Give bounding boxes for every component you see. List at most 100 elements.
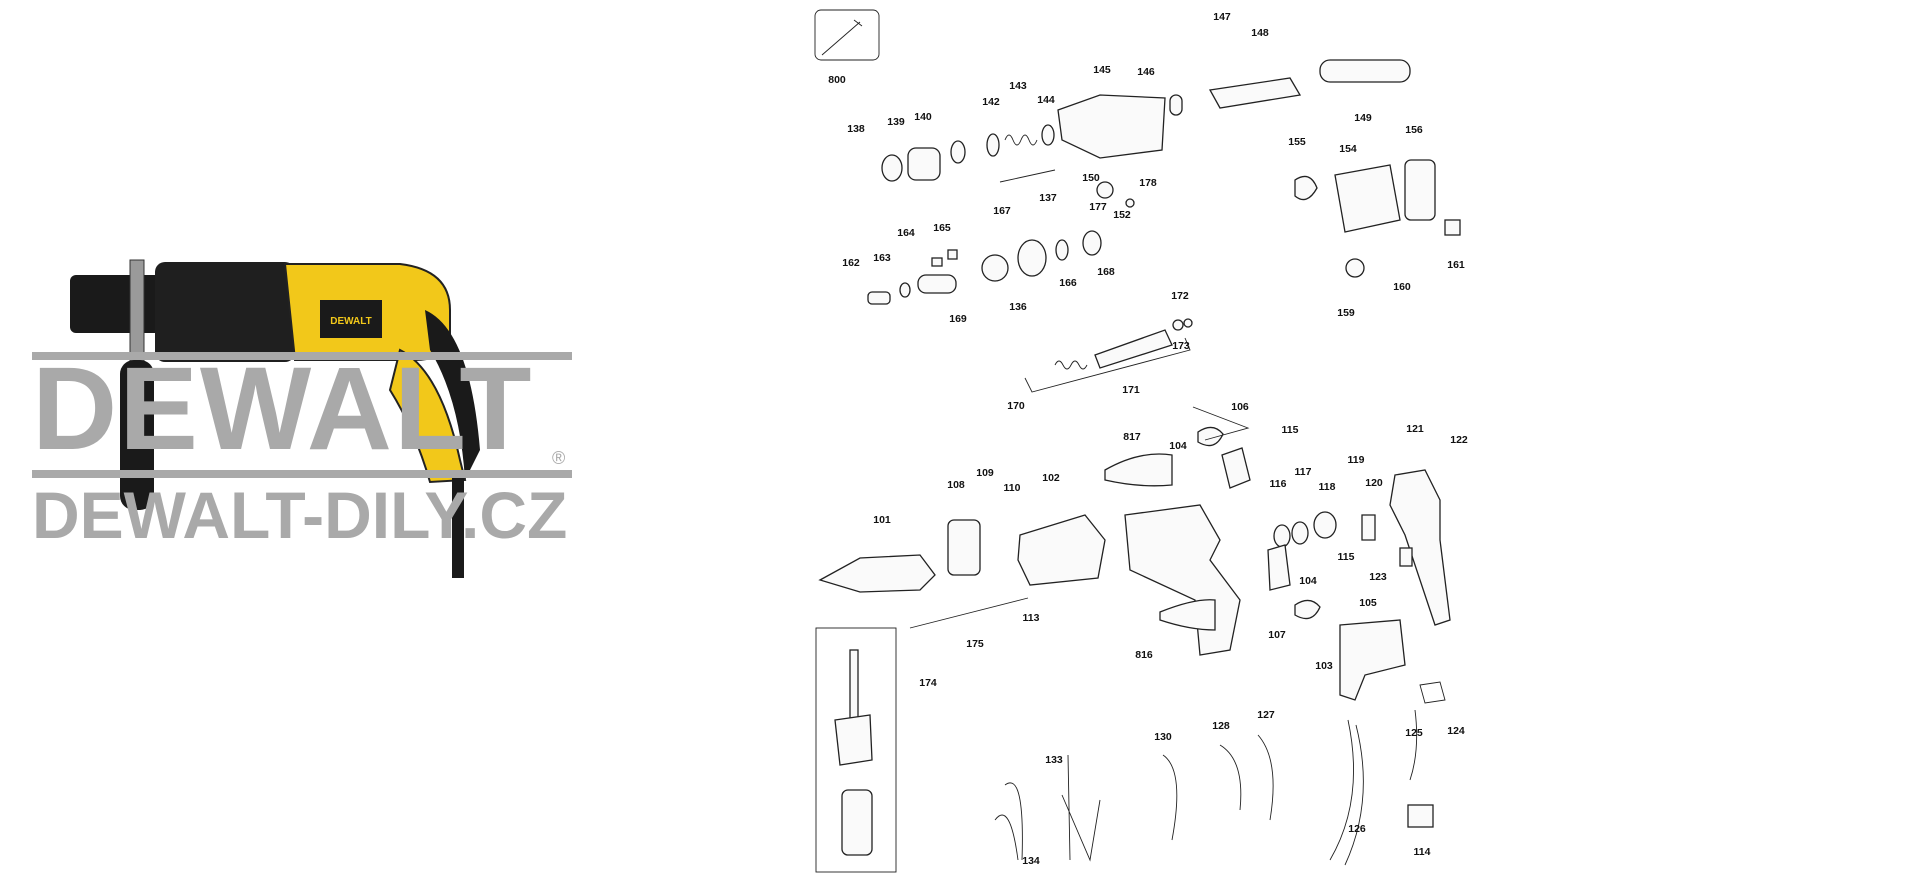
part-166-shape	[1055, 239, 1069, 261]
part-126-shape	[1329, 719, 1364, 866]
drill-badge	[320, 300, 382, 338]
part-label-163: 163	[873, 252, 891, 264]
part-label-127: 127	[1257, 709, 1275, 721]
parts-shapes	[814, 9, 1461, 873]
part-label-174: 174	[919, 677, 937, 689]
part-154-shape	[1334, 164, 1401, 233]
part-155-shape	[1294, 175, 1318, 201]
part-label-169: 169	[949, 313, 967, 325]
part-169-shape	[917, 274, 957, 294]
part-174-grip	[841, 789, 873, 856]
part-label-145: 145	[1093, 64, 1111, 76]
part-145-shape	[1057, 94, 1166, 159]
part-label-162: 162	[842, 257, 860, 269]
part-label-105: 105	[1359, 597, 1377, 609]
part-117-shape	[1291, 521, 1309, 545]
part-label-164: 164	[897, 227, 915, 239]
part-label-101: 101	[873, 514, 891, 526]
part-label-107: 107	[1268, 629, 1286, 641]
part-104a-shape	[1197, 426, 1224, 447]
part-162-shape	[867, 291, 891, 305]
part-174-frame	[815, 627, 897, 873]
part-124-shape	[1419, 681, 1446, 704]
part-144-shape	[1041, 124, 1055, 146]
part-816-shape	[1159, 599, 1216, 631]
part-label-175: 175	[966, 638, 984, 650]
part-118-shape	[1313, 511, 1337, 539]
part-label-173: 173	[1172, 340, 1190, 352]
part-label-104: 104	[1299, 575, 1317, 587]
part-134-shape	[994, 782, 1023, 861]
part-130-shape	[1162, 754, 1178, 841]
part-139-shape	[907, 147, 941, 181]
part-label-124: 124	[1447, 725, 1465, 737]
part-116-shape	[1273, 524, 1291, 548]
part-120-shape	[1361, 514, 1376, 541]
part-137-pin	[999, 169, 1056, 183]
part-label-140: 140	[914, 111, 932, 123]
part-label-155: 155	[1288, 136, 1306, 148]
part-label-116: 116	[1270, 478, 1287, 490]
part-label-122: 122	[1450, 434, 1468, 446]
part-label-144: 144	[1037, 94, 1055, 106]
part-label-165: 165	[933, 222, 951, 234]
part-178-shape	[1125, 198, 1135, 208]
drill-chuck	[70, 275, 165, 333]
part-label-120: 120	[1365, 477, 1383, 489]
part-label-110: 110	[1004, 482, 1021, 494]
part-label-117: 117	[1295, 466, 1312, 478]
part-140-shape	[950, 140, 966, 164]
part-label-816: 816	[1135, 649, 1153, 661]
part-label-106: 106	[1231, 401, 1249, 413]
drill-badge-text: DEWALT	[330, 316, 371, 327]
part-164-shape	[931, 257, 943, 267]
part-label-114: 114	[1414, 846, 1431, 858]
part-174-clamp	[834, 714, 873, 766]
part-168-shape	[1082, 230, 1102, 256]
part-label-108: 108	[947, 479, 965, 491]
part-101-shape	[818, 554, 936, 593]
part-108-shape	[947, 519, 981, 576]
part-113-shape	[1124, 504, 1241, 656]
drill-body-black	[155, 262, 295, 362]
part-label-130: 130	[1154, 731, 1172, 743]
part-150-shape	[1096, 181, 1114, 199]
registered-mark: ®	[552, 448, 566, 468]
part-173-shape	[1183, 318, 1193, 328]
part-label-138: 138	[847, 123, 865, 135]
part-123-shape	[1399, 547, 1413, 567]
part-149-shape	[1208, 77, 1302, 109]
part-114-shape	[1407, 804, 1434, 828]
part-label-143: 143	[1009, 80, 1027, 92]
part-label-142: 142	[982, 96, 1000, 108]
part-label-168: 168	[1097, 266, 1115, 278]
part-label-800: 800	[828, 74, 846, 86]
part-label-113: 113	[1023, 612, 1040, 624]
part-133-shape	[1061, 754, 1101, 862]
part-label-154: 154	[1339, 143, 1357, 155]
part-label-167: 167	[993, 205, 1011, 217]
part-171-bracket	[1024, 337, 1191, 393]
part-163-shape	[899, 282, 911, 298]
part-800-shape	[821, 19, 863, 56]
part-171-shape	[1094, 329, 1173, 369]
part-106-shape	[1221, 447, 1251, 489]
part-149-rings	[1319, 59, 1411, 83]
part-136-shape	[981, 254, 1009, 282]
hammer-drill-image: DEWALT	[70, 259, 480, 578]
part-label-139: 139	[887, 116, 905, 128]
watermark-site: DEWALT-DILY.CZ	[32, 478, 568, 552]
watermark-bar-bottom	[32, 470, 572, 478]
part-103-shape	[1339, 619, 1406, 701]
part-label-109: 109	[976, 467, 994, 479]
part-label-136: 136	[1009, 301, 1027, 313]
part-label-148: 148	[1251, 27, 1269, 39]
part-label-118: 118	[1319, 481, 1336, 493]
part-146-shape	[1169, 94, 1183, 116]
part-label-170: 170	[1007, 400, 1025, 412]
part-174-rod	[849, 649, 859, 721]
part-label-177: 177	[1089, 201, 1107, 213]
part-104b-shape	[1294, 599, 1321, 620]
part-label-817: 817	[1123, 431, 1141, 443]
